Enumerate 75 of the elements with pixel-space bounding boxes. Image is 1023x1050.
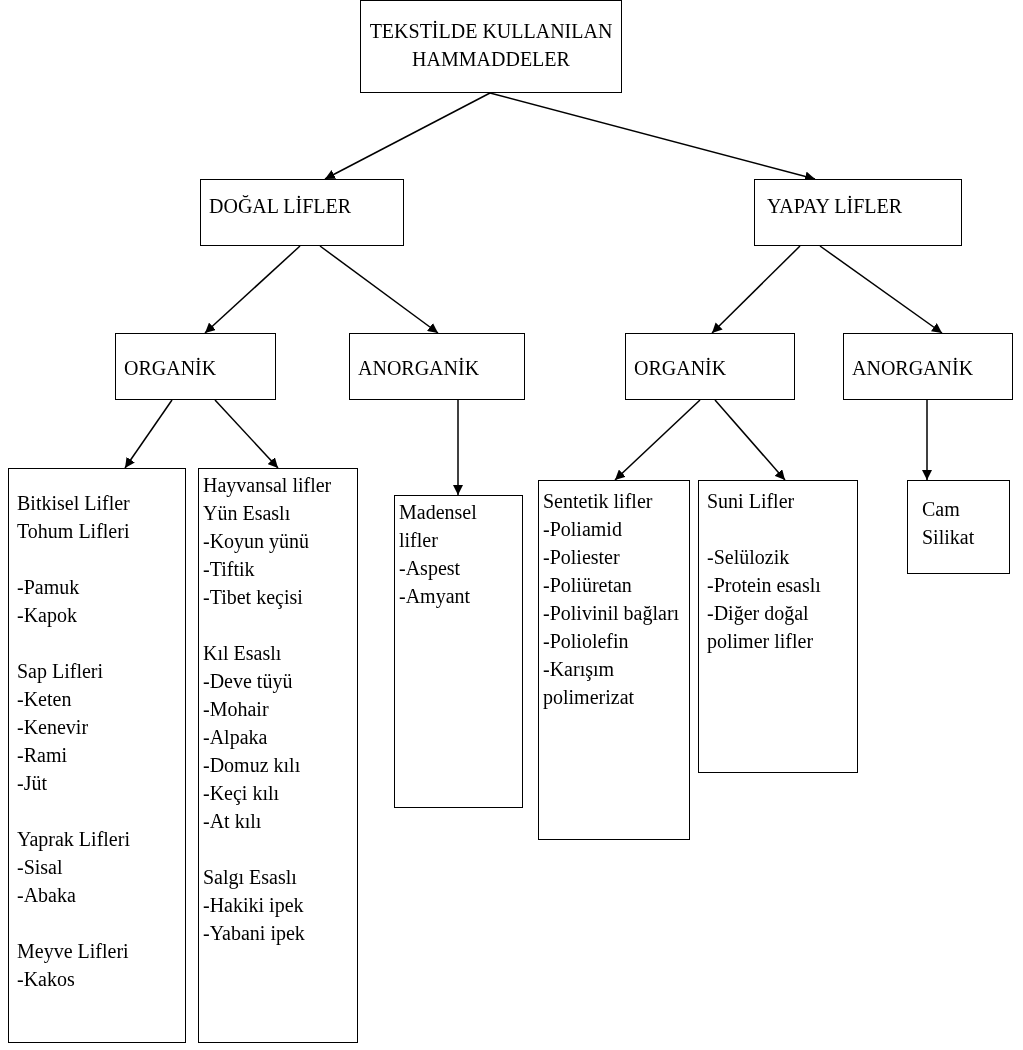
node-text: Yaprak Lifleri bbox=[17, 827, 131, 853]
category-box bbox=[754, 179, 962, 246]
node-text: -Abaka bbox=[17, 883, 77, 908]
arrow bbox=[214, 399, 279, 469]
arrow bbox=[819, 245, 943, 334]
node-text: -Poliolefin bbox=[543, 629, 630, 654]
node-text: -At kılı bbox=[203, 809, 263, 834]
category-box bbox=[198, 468, 358, 1043]
category-box bbox=[843, 333, 1013, 400]
node-text: -Tiftik bbox=[203, 557, 256, 582]
node-text: ANORGANİK bbox=[852, 356, 975, 381]
node-text: -Keten bbox=[17, 687, 73, 712]
node-text: Hayvansal lifler bbox=[203, 473, 333, 499]
node-text: -Kenevir bbox=[17, 715, 90, 740]
node-text: -Poliester bbox=[543, 545, 621, 570]
arrow bbox=[714, 399, 786, 481]
node-text: -Jüt bbox=[17, 771, 48, 796]
category-box bbox=[115, 333, 276, 400]
node-text: -Keçi kılı bbox=[203, 781, 281, 807]
category-box bbox=[8, 468, 186, 1043]
node-text: -Protein esaslı bbox=[707, 573, 822, 598]
node-text: -Kapok bbox=[17, 603, 78, 629]
node-text: -Rami bbox=[17, 743, 68, 768]
node-text: -Yabani ipek bbox=[203, 921, 306, 947]
node-text: -Domuz kılı bbox=[203, 753, 302, 778]
category-box bbox=[625, 333, 795, 400]
node-text: ORGANİK bbox=[124, 356, 218, 381]
node-text: -Diğer doğal polimer lifler bbox=[707, 601, 815, 655]
node-text: -Kakos bbox=[17, 967, 76, 992]
arrow bbox=[711, 245, 801, 334]
arrow bbox=[204, 245, 301, 334]
arrow bbox=[453, 399, 463, 496]
node-text: Kıl Esaslı bbox=[203, 641, 283, 666]
node-text: DOĞAL LİFLER bbox=[209, 194, 353, 219]
category-box bbox=[394, 495, 523, 808]
node-text: Suni Lifler bbox=[707, 489, 796, 514]
arrow bbox=[614, 399, 701, 481]
node-text: -Poliüretan bbox=[543, 573, 633, 598]
node-text: ORGANİK bbox=[634, 356, 728, 381]
node-text: Sentetik lifler bbox=[543, 489, 654, 514]
node-text: YAPAY LİFLER bbox=[767, 194, 904, 219]
node-text: -Hakiki ipek bbox=[203, 893, 305, 919]
node-text: -Poliamid bbox=[543, 517, 623, 542]
category-box bbox=[538, 480, 690, 840]
node-text: TEKSTİLDE KULLANILAN HAMMADDELER bbox=[368, 19, 614, 72]
node-text: Bitkisel Lifler bbox=[17, 491, 131, 516]
node-text: -Tibet keçisi bbox=[203, 585, 304, 611]
node-text: -Mohair bbox=[203, 697, 270, 722]
category-box bbox=[349, 333, 525, 400]
node-text: Cam Silikat bbox=[922, 497, 976, 550]
category-box bbox=[200, 179, 404, 246]
node-text: -Deve tüyü bbox=[203, 669, 294, 695]
node-text: -Pamuk bbox=[17, 575, 81, 600]
arrow bbox=[319, 245, 439, 334]
node-text: -Koyun yünü bbox=[203, 529, 311, 555]
node-text: Madensel lifler bbox=[399, 500, 478, 553]
node-text: Meyve Lifleri bbox=[17, 939, 130, 965]
node-text: -Aspest bbox=[399, 556, 462, 582]
node-text: -Karışım polimerizat bbox=[543, 657, 636, 711]
node-text: Yün Esaslı bbox=[203, 501, 292, 526]
arrow bbox=[324, 92, 491, 180]
node-text: -Amyant bbox=[399, 584, 472, 610]
node-text: -Alpaka bbox=[203, 725, 269, 751]
node-text: ANORGANİK bbox=[358, 356, 481, 381]
arrow bbox=[922, 399, 932, 481]
node-text: -Polivinil bağları bbox=[543, 601, 681, 627]
category-box bbox=[360, 0, 622, 93]
arrow bbox=[124, 399, 173, 469]
category-box bbox=[907, 480, 1010, 574]
node-text: -Selülozik bbox=[707, 545, 791, 570]
node-text: Salgı Esaslı bbox=[203, 865, 298, 891]
node-text: Sap Lifleri bbox=[17, 659, 105, 685]
node-text: Tohum Lifleri bbox=[17, 519, 131, 544]
category-box bbox=[698, 480, 858, 773]
node-text: -Sisal bbox=[17, 855, 64, 880]
